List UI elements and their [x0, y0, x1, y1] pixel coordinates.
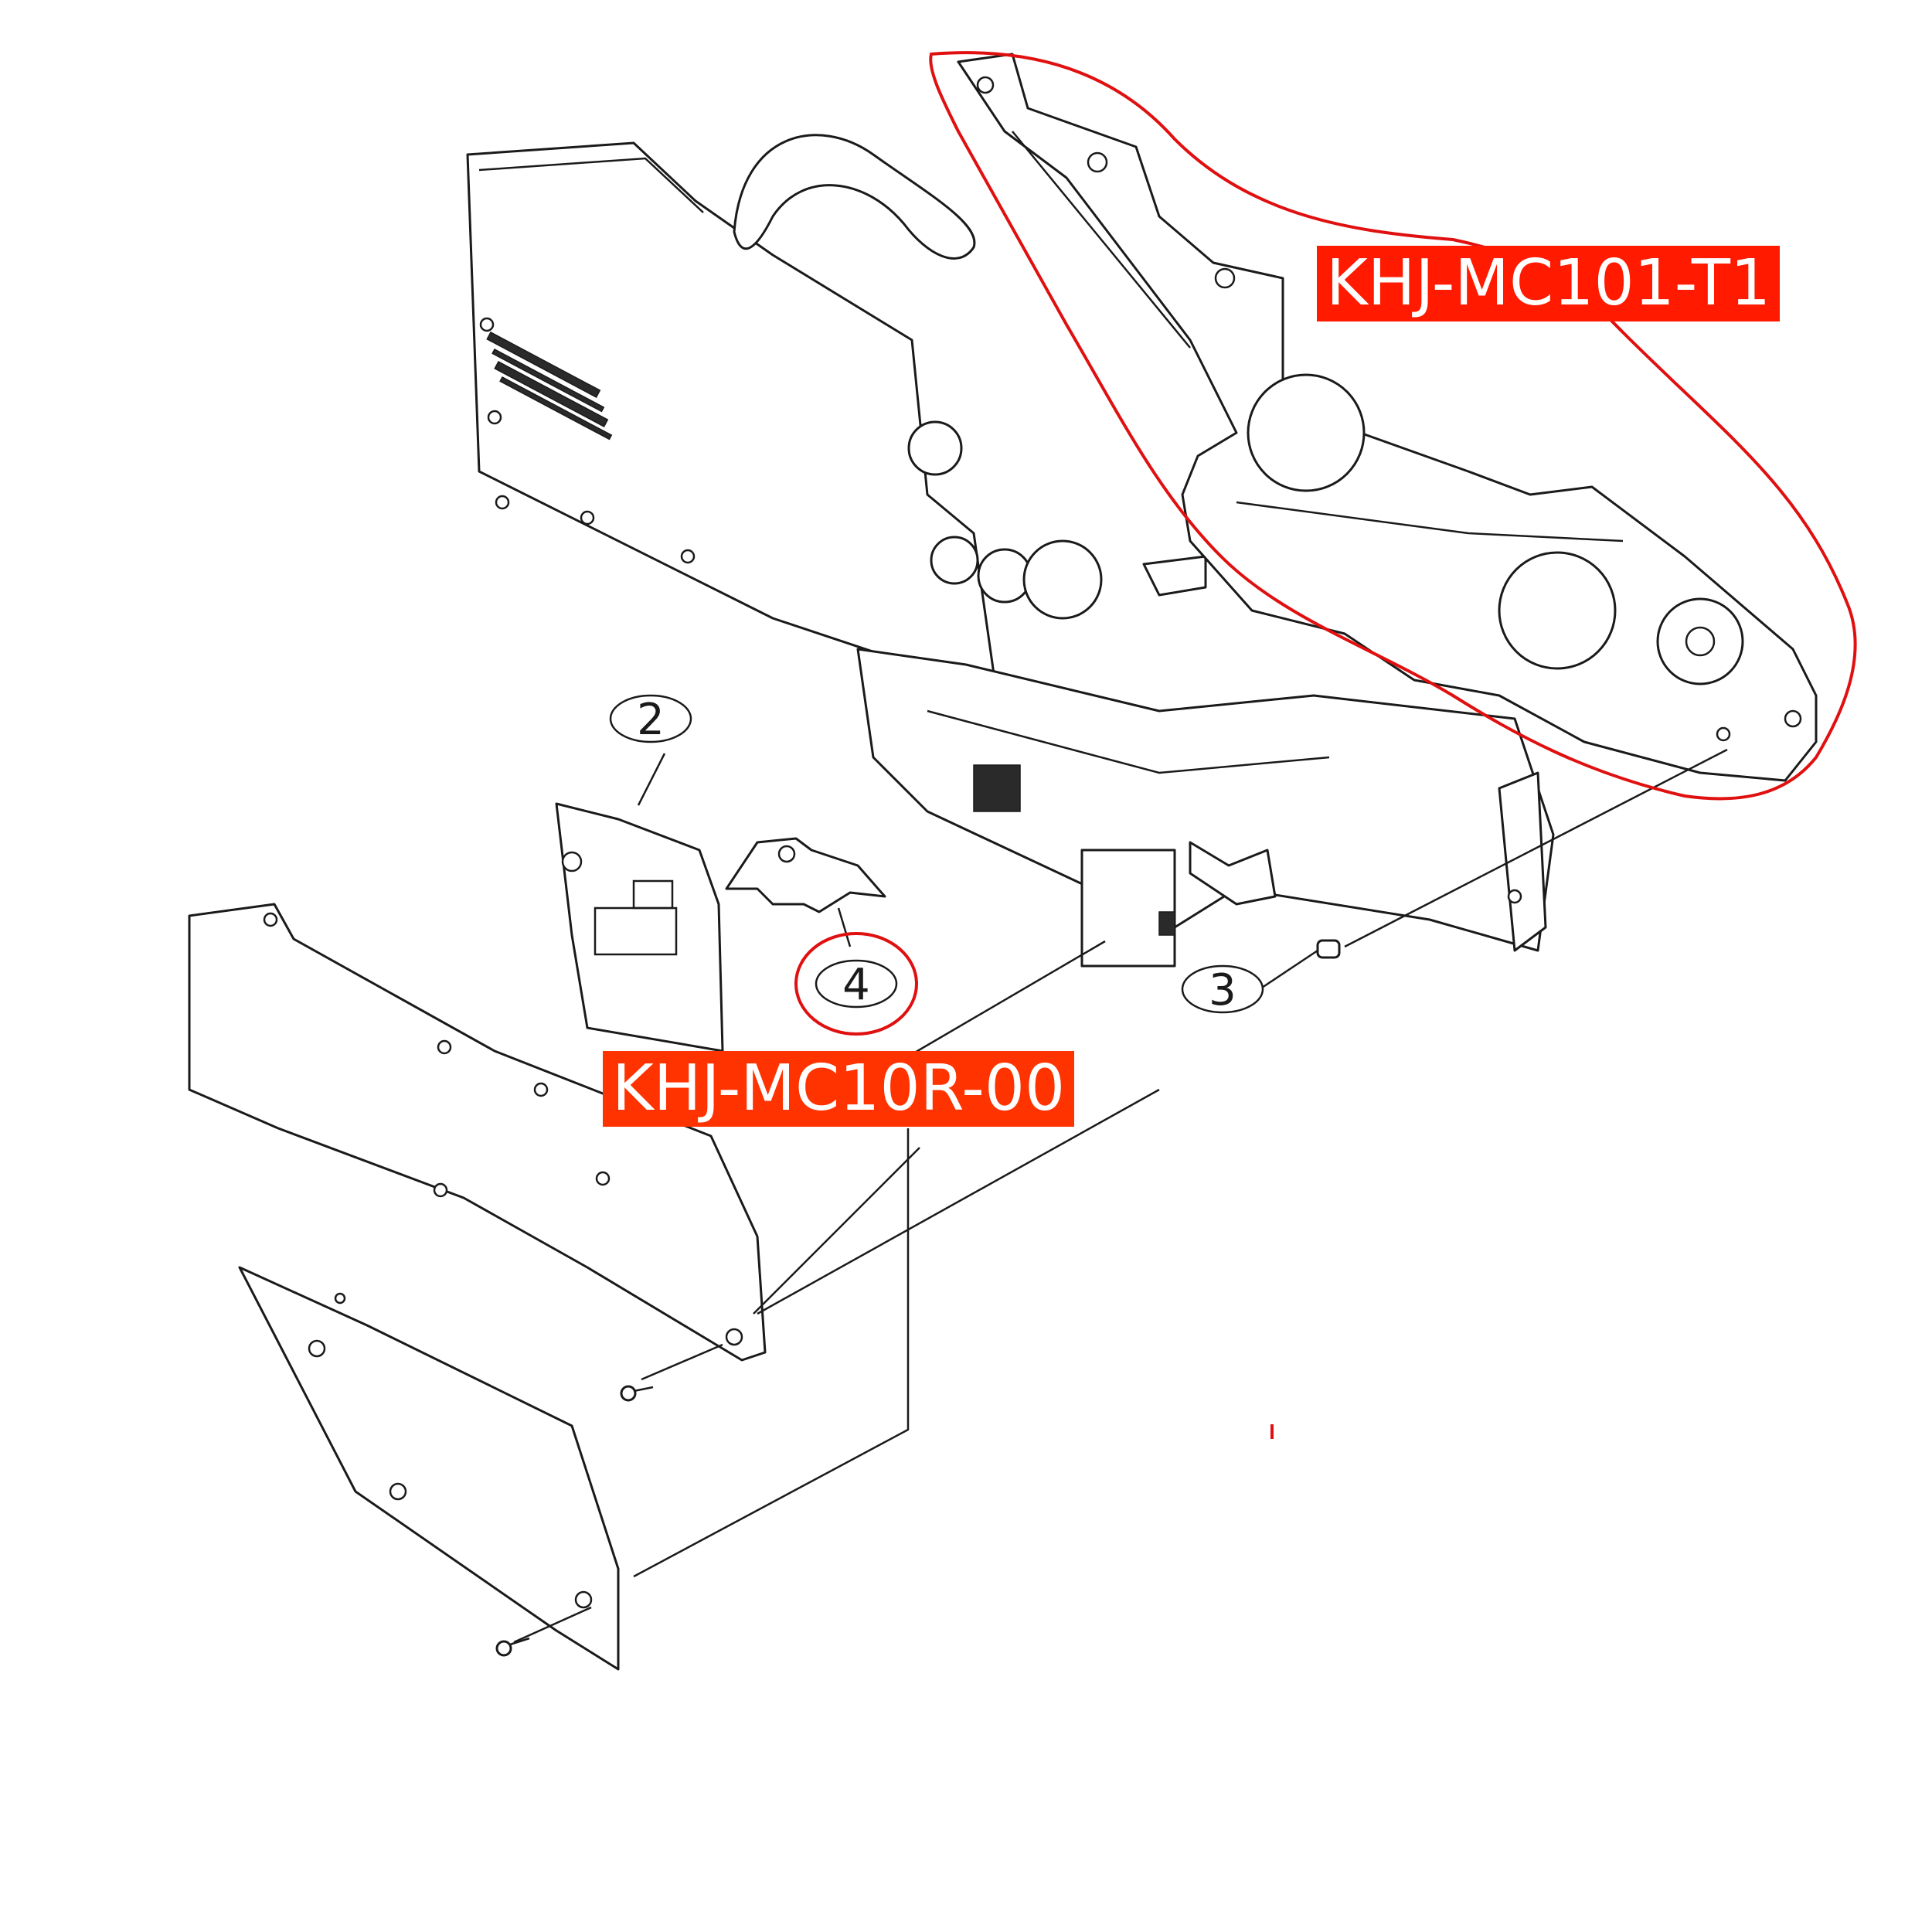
- part-number-tag-assembly: KHJ-MC10R-00: [603, 1051, 1075, 1127]
- callout-4: 4: [815, 959, 898, 1010]
- red-highlight-circle: [794, 932, 918, 1036]
- red-highlight-outline: [929, 51, 1857, 801]
- callout-3-label: 3: [1209, 965, 1236, 1015]
- part-number-tag-frame: KHJ-MC101-T1: [1317, 246, 1781, 321]
- leader-lines: [513, 748, 1728, 1644]
- callout-4-label: 4: [842, 960, 870, 1010]
- screw-icon: [495, 1637, 530, 1657]
- cover-plate-large: [188, 903, 767, 1362]
- pin-part: [1316, 939, 1341, 959]
- callout-3: 3: [1181, 964, 1264, 1015]
- feeder-handle: [733, 134, 976, 260]
- bracket-part: [725, 837, 886, 913]
- shield-plate: [555, 802, 724, 1053]
- screw-icon: [620, 1385, 654, 1402]
- feeder-main-body: [466, 141, 998, 697]
- frame-part: [957, 53, 1818, 782]
- cover-plate-small: [238, 1266, 620, 1671]
- barcode-label: [486, 331, 613, 440]
- callout-2-label: 2: [637, 695, 665, 745]
- feeder-right-bracket: [1498, 771, 1547, 952]
- callout-2: 2: [609, 694, 692, 745]
